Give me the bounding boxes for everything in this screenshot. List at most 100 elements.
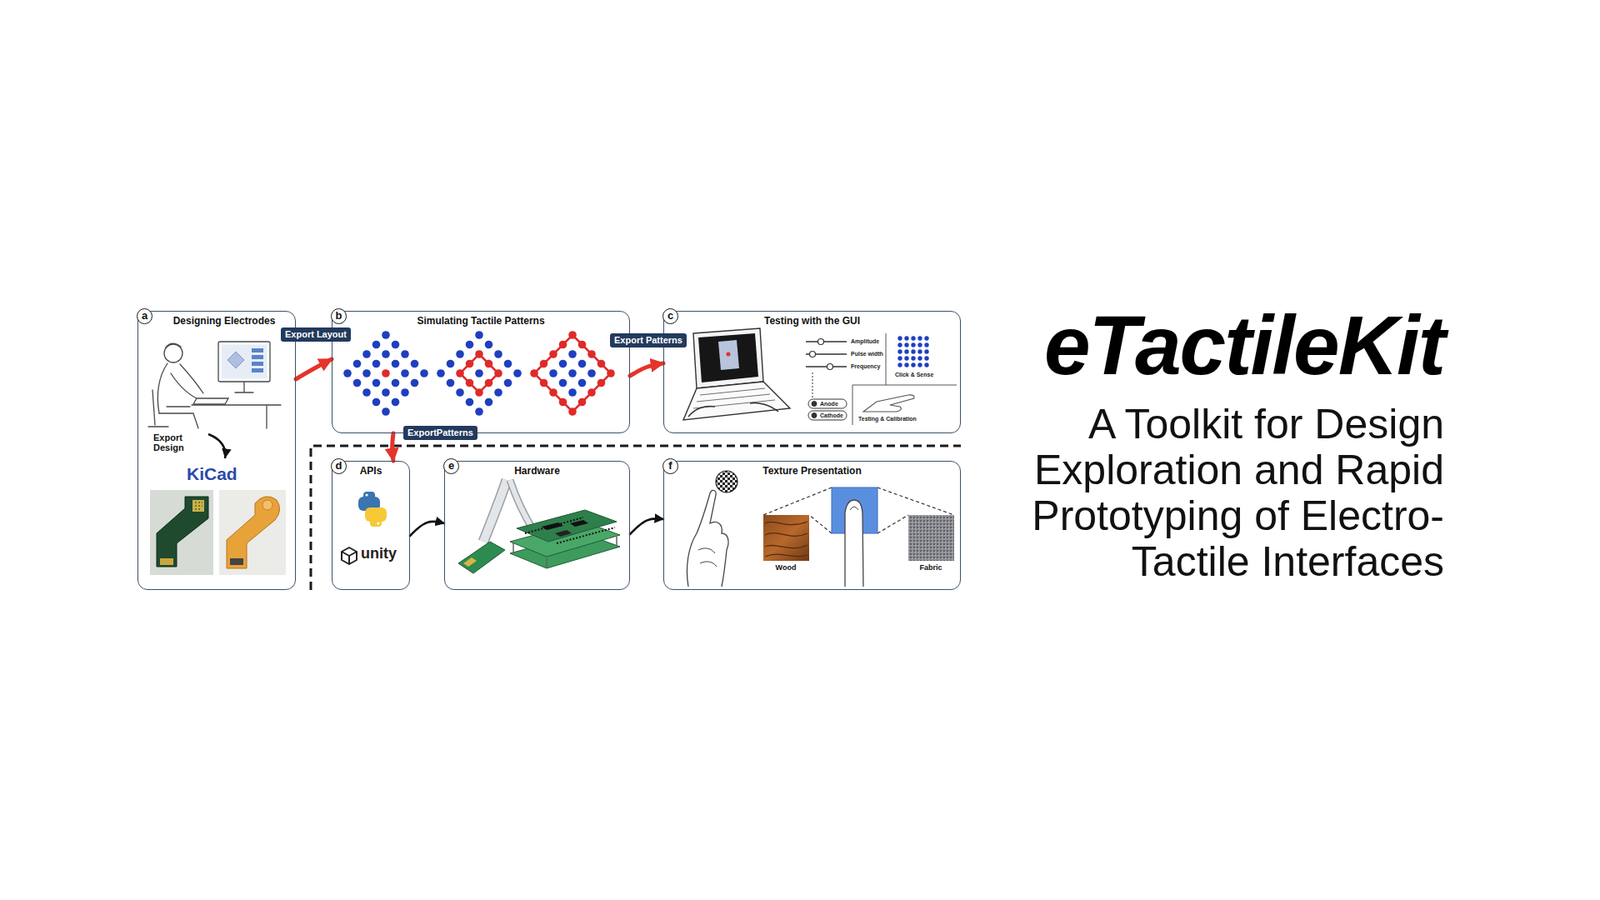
illustration-rect xyxy=(363,491,375,500)
illustration-path xyxy=(688,406,715,418)
electrode-dot xyxy=(549,350,558,359)
illustration-path xyxy=(693,388,775,409)
electrode-dot xyxy=(353,360,362,369)
texture-scene xyxy=(686,470,955,587)
illustration-rect xyxy=(218,341,270,382)
electrode-dot xyxy=(362,369,371,378)
electrode-dot xyxy=(400,350,410,359)
click-sense-grid xyxy=(897,335,929,367)
illustration-circle xyxy=(262,500,273,510)
illustration-rect xyxy=(150,490,214,575)
label-text: Testing & Calibration xyxy=(858,415,917,422)
electrode-dot xyxy=(568,388,577,397)
illustration-path xyxy=(698,333,759,383)
illustration-path xyxy=(812,372,814,398)
illustration-path xyxy=(165,343,181,348)
illustration-circle xyxy=(827,364,834,370)
monitor-screen xyxy=(218,341,270,382)
electrode-dot xyxy=(391,360,400,369)
label-text: KiCad xyxy=(186,464,238,484)
annotation-label: unity xyxy=(360,545,397,563)
electrode-dot xyxy=(494,350,503,359)
electrode-dot xyxy=(446,360,455,369)
illustration-rect xyxy=(370,518,382,527)
annotation-label: Amplitude xyxy=(850,338,880,345)
label-text: Pulse width xyxy=(850,350,884,357)
electrode-dot xyxy=(475,369,484,378)
grid-dot xyxy=(917,335,922,340)
panel-letter: b xyxy=(330,308,347,325)
grid-dot xyxy=(897,355,902,360)
panel-title: Hardware xyxy=(514,465,560,477)
electrode-dot xyxy=(504,360,513,369)
illustration-circle xyxy=(726,352,731,357)
illustration-path xyxy=(341,547,357,565)
panel-title: Texture Presentation xyxy=(762,465,861,477)
electrode-dot xyxy=(381,330,390,340)
electrode-dot xyxy=(465,379,475,388)
electrode-dot xyxy=(410,379,420,388)
illustration-path xyxy=(805,341,847,367)
annotation-label: Fabric xyxy=(905,564,956,573)
gui-controls xyxy=(805,333,957,425)
panel-box: fTexture Presentation xyxy=(663,460,961,590)
illustration-path xyxy=(698,548,717,567)
electrode-dot xyxy=(540,379,549,388)
electrode-dot xyxy=(485,379,494,388)
grid-dot xyxy=(897,362,902,367)
electrode-dot xyxy=(485,360,494,369)
grid-dot xyxy=(910,335,915,340)
electrode-dot xyxy=(578,340,587,350)
electrode-dot xyxy=(372,360,381,369)
pattern-ring xyxy=(460,354,499,393)
illustration-path xyxy=(863,395,915,412)
panel-box: eHardware xyxy=(444,460,630,590)
illustration-path xyxy=(852,333,957,425)
electrode-dot xyxy=(597,360,606,369)
grid-dot xyxy=(924,355,929,360)
illustration-path xyxy=(555,530,572,537)
grid-dot xyxy=(910,349,915,354)
illustration-path xyxy=(159,413,199,429)
electrode-dot xyxy=(420,369,429,378)
electrode-dot xyxy=(436,369,445,378)
electrode-dot xyxy=(559,340,568,350)
label-text: Anode xyxy=(820,400,839,407)
electrode-dot xyxy=(381,407,390,416)
electrode-dot xyxy=(530,369,539,378)
illustration-path xyxy=(750,402,779,412)
panel-letter: a xyxy=(136,308,153,325)
illustration-path xyxy=(845,500,864,587)
label-text: Frequency xyxy=(850,363,880,370)
electrode-dot xyxy=(455,350,465,359)
grid-dot xyxy=(917,355,922,360)
grid-dot xyxy=(904,355,909,360)
grid-dot xyxy=(910,355,915,360)
flow-arrow xyxy=(410,521,445,536)
illustration-path xyxy=(195,502,203,510)
illustration-path xyxy=(541,522,564,530)
illustration-rect xyxy=(160,558,174,565)
unity-icon xyxy=(341,547,357,565)
grid-dot xyxy=(904,342,909,347)
annotation-label: Frequency xyxy=(850,363,880,370)
pcb-photos xyxy=(150,490,286,575)
electrode-dot xyxy=(578,379,587,388)
electrode-dot xyxy=(372,379,381,388)
grid-dot xyxy=(904,335,909,340)
electrode-dot xyxy=(343,369,352,378)
illustration-circle xyxy=(164,344,183,363)
illustration-path xyxy=(765,521,808,557)
grid-dot xyxy=(897,342,902,347)
illustration-path xyxy=(157,363,168,414)
panel-box: bSimulating Tactile Patterns xyxy=(331,310,630,434)
flow-arrow xyxy=(295,359,332,380)
annotation-label: Export Design xyxy=(153,432,194,453)
electrode-dot xyxy=(597,379,606,388)
illustration-rect xyxy=(219,490,286,575)
export-arrow xyxy=(208,434,225,459)
illustration-circle xyxy=(811,413,817,419)
flow-arrow xyxy=(630,518,664,535)
annotation-label: Click & Sense xyxy=(895,371,934,379)
